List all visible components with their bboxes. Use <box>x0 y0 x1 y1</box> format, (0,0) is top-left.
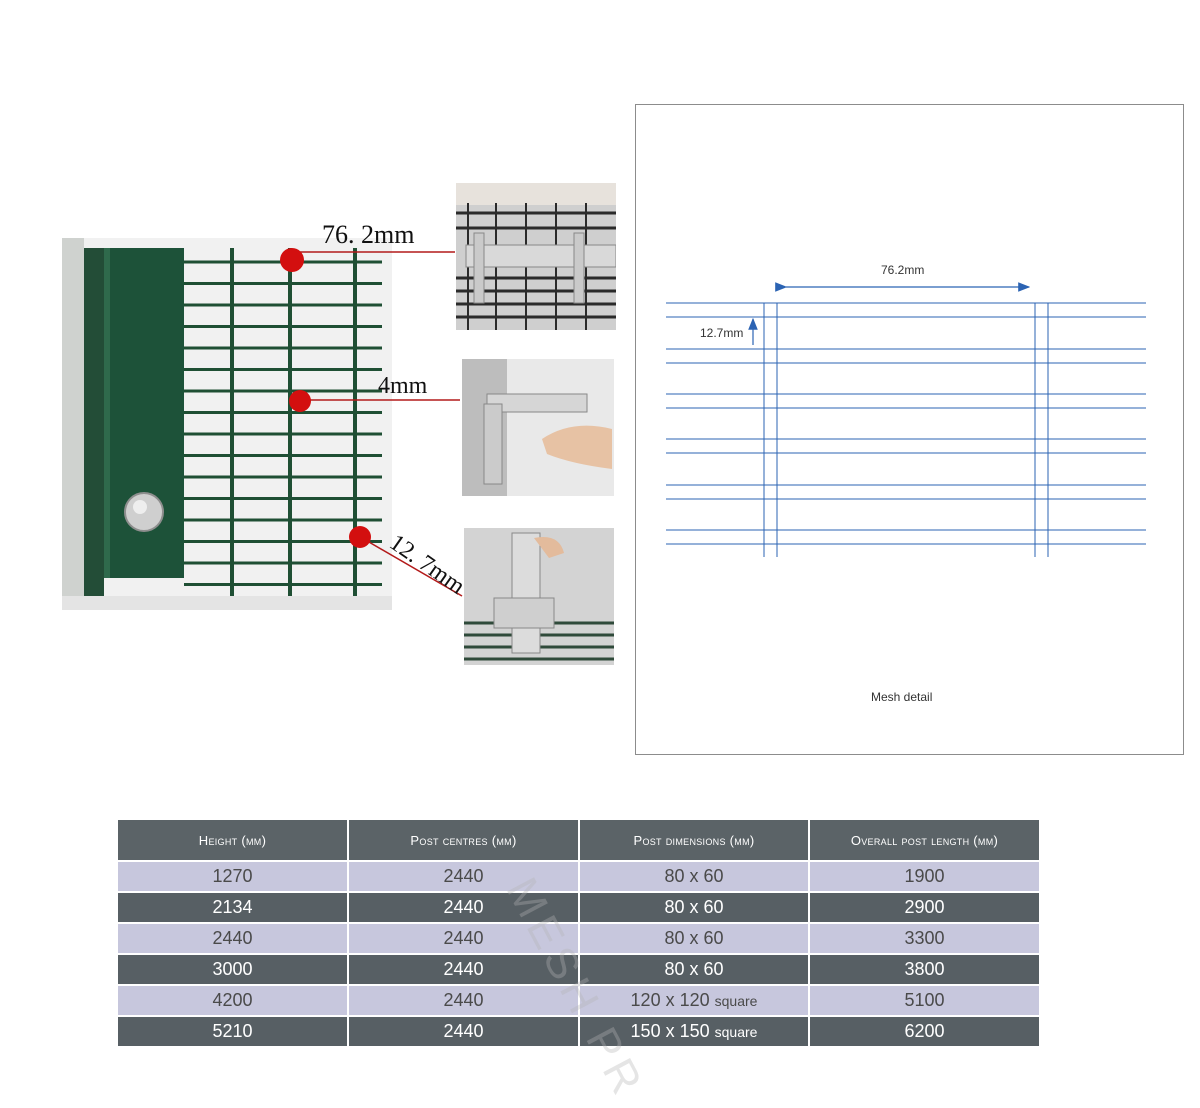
post-dimension-value: 80 x 60 <box>664 928 724 948</box>
cell-post-dimensions: 120 x 120 square <box>578 985 810 1017</box>
cell-post-centres: 2440 <box>347 1016 580 1048</box>
post-dimension-value: 150 x 150 <box>630 1021 710 1041</box>
specification-table: Height (mm) Post centres (mm) Post dimen… <box>116 820 1041 1048</box>
mesh-line-drawing <box>666 282 1146 557</box>
cell-height: 2134 <box>116 892 349 924</box>
table-header-row: Height (mm) Post centres (mm) Post dimen… <box>116 820 1041 862</box>
header-overall-post-length: Overall post length (mm) <box>808 820 1041 862</box>
cell-post-dimensions: 80 x 60 <box>578 861 810 893</box>
cell-post-dimensions: 150 x 150 square <box>578 1016 810 1048</box>
post-dimension-value: 80 x 60 <box>664 959 724 979</box>
callout-markers <box>280 248 463 597</box>
callout-middle-label: 4mm <box>378 373 428 399</box>
caliper-thumbnail-middle <box>462 359 614 496</box>
caliper-thumbnail-top <box>456 183 616 330</box>
mesh-detail-drawing: 76.2mm 12.7mm Mesh detail <box>635 104 1184 755</box>
caliper-thumbnail-bottom <box>464 528 614 665</box>
cell-height: 3000 <box>116 954 349 986</box>
cell-overall-post-length: 5100 <box>808 985 1041 1017</box>
cell-post-centres: 2440 <box>347 985 580 1017</box>
callout-bottom-label: 12. 7mm <box>385 530 470 600</box>
fence-closeup-photo: 76. 2mm 4mm 12. 7mm <box>62 220 470 610</box>
cell-overall-post-length: 1900 <box>808 861 1041 893</box>
cell-post-centres: 2440 <box>347 892 580 924</box>
mesh-detail-caption: Mesh detail <box>871 690 933 704</box>
header-height: Height (mm) <box>116 820 349 862</box>
header-post-dimensions: Post dimensions (mm) <box>578 820 810 862</box>
header-post-centres: Post centres (mm) <box>347 820 580 862</box>
post-dimension-value: 80 x 60 <box>664 866 724 886</box>
cell-height: 5210 <box>116 1016 349 1048</box>
cell-post-centres: 2440 <box>347 861 580 893</box>
cell-overall-post-length: 3300 <box>808 923 1041 955</box>
cell-post-dimensions: 80 x 60 <box>578 923 810 955</box>
cell-post-dimensions: 80 x 60 <box>578 954 810 986</box>
vertical-dimension-label: 12.7mm <box>700 326 744 340</box>
cell-post-centres: 2440 <box>347 923 580 955</box>
cell-height: 4200 <box>116 985 349 1017</box>
cell-overall-post-length: 2900 <box>808 892 1041 924</box>
cell-overall-post-length: 6200 <box>808 1016 1041 1048</box>
cell-height: 2440 <box>116 923 349 955</box>
callout-top-label: 76. 2mm <box>322 220 414 249</box>
post-dimension-value: 80 x 60 <box>664 897 724 917</box>
cell-overall-post-length: 3800 <box>808 954 1041 986</box>
horizontal-dimension-label: 76.2mm <box>881 263 925 277</box>
post-dimension-value: 120 x 120 <box>630 990 710 1010</box>
post-dimension-suffix: square <box>714 1024 758 1040</box>
mesh-photo-figure: 76. 2mm 4mm 12. 7mm <box>0 0 630 760</box>
cell-height: 1270 <box>116 861 349 893</box>
cell-post-dimensions: 80 x 60 <box>578 892 810 924</box>
cell-post-centres: 2440 <box>347 954 580 986</box>
post-dimension-suffix: square <box>714 993 758 1009</box>
